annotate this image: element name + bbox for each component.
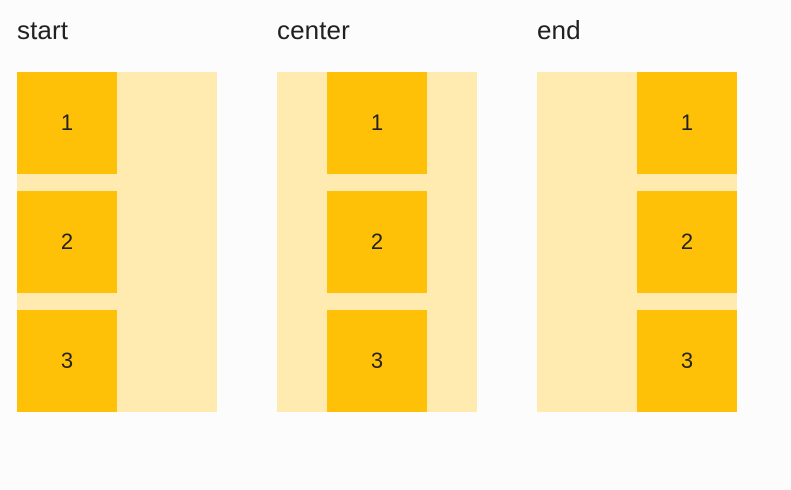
flex-item: 2 [637, 191, 737, 293]
group-label-end: end [537, 15, 581, 45]
flex-item-label: 2 [60, 229, 74, 254]
flex-container-end: 1 2 3 [537, 72, 737, 412]
group-label-center: center [277, 15, 350, 45]
flex-item-label: 2 [370, 229, 384, 254]
flex-container-center: 1 2 3 [277, 72, 477, 412]
flex-item-label: 2 [680, 229, 694, 254]
flex-item: 2 [327, 191, 427, 293]
flex-item-label: 3 [680, 348, 694, 373]
flex-item-label: 1 [370, 110, 384, 135]
flex-item-label: 3 [60, 348, 74, 373]
flex-item: 3 [17, 310, 117, 412]
flex-item-label: 1 [680, 110, 694, 135]
flex-item-label: 1 [60, 110, 74, 135]
group-label-start: start [17, 15, 69, 45]
flex-item: 1 [17, 72, 117, 174]
flex-item-label: 3 [370, 348, 384, 373]
flex-item: 1 [327, 72, 427, 174]
flex-item: 1 [637, 72, 737, 174]
flex-item: 2 [17, 191, 117, 293]
flex-item: 3 [327, 310, 427, 412]
flex-container-start: 1 2 3 [17, 72, 217, 412]
flex-item: 3 [637, 310, 737, 412]
